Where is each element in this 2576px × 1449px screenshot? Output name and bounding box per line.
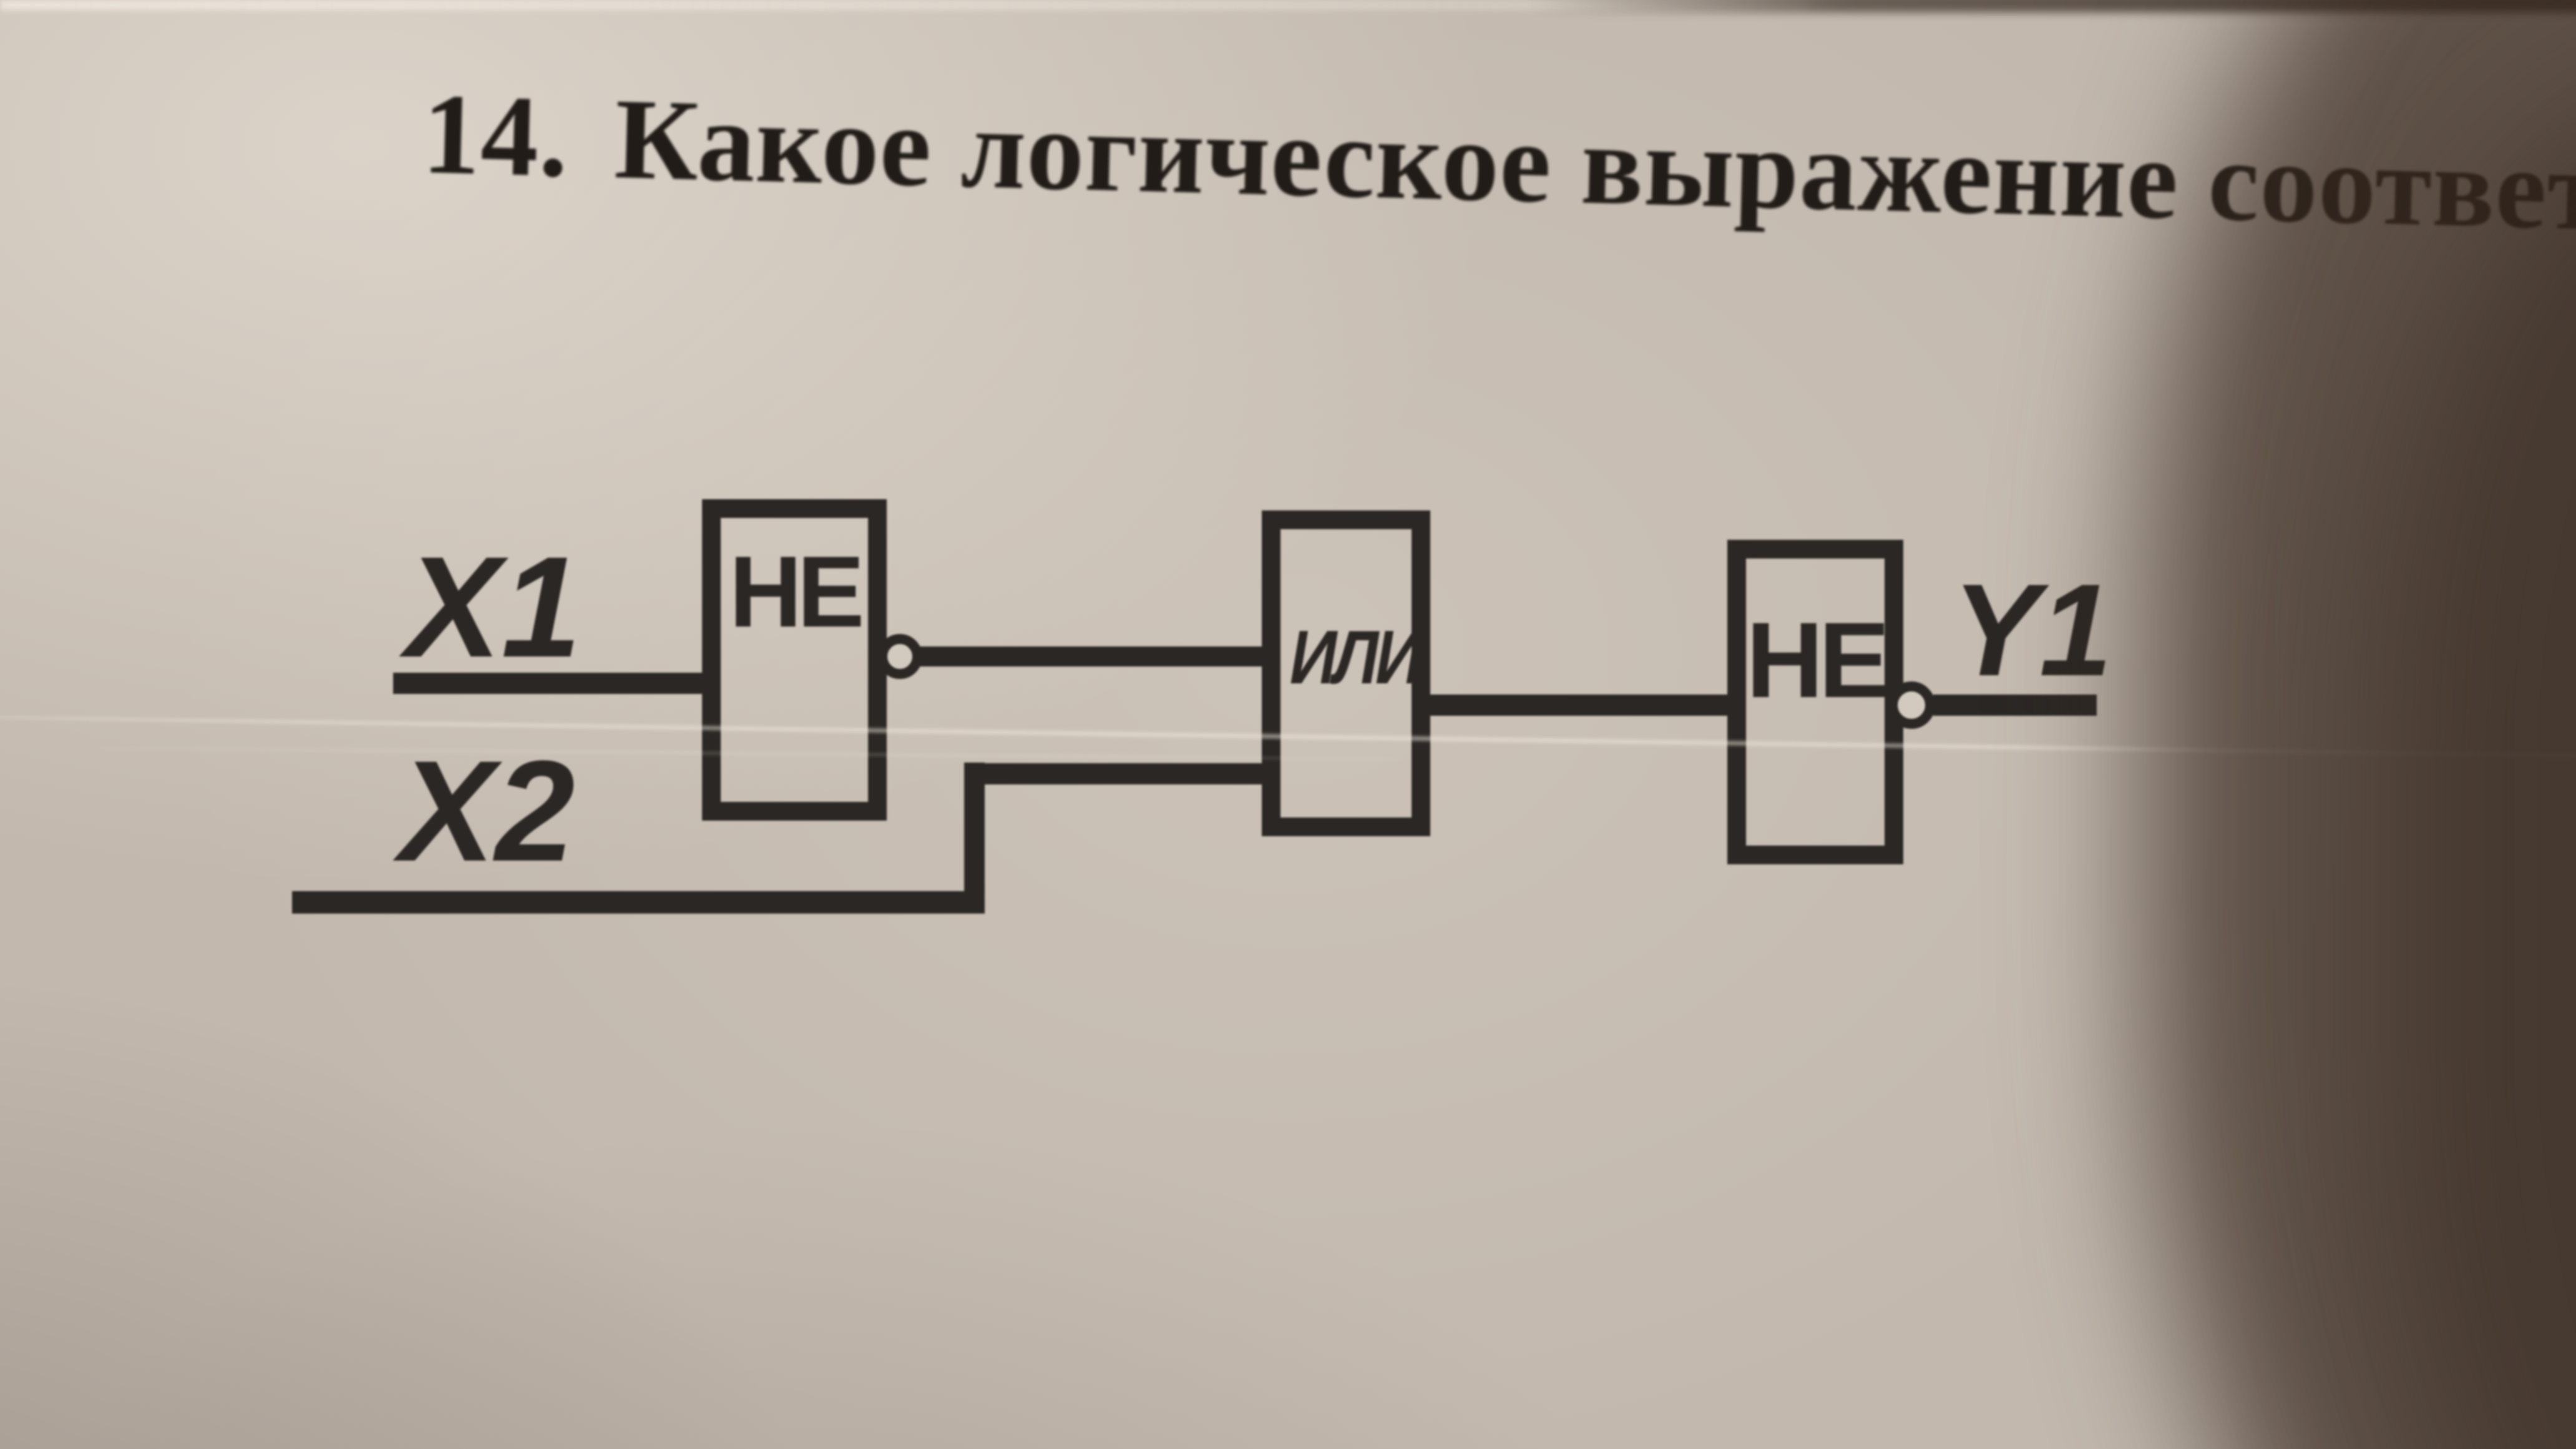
gate-or-label: ИЛИ: [1289, 615, 1423, 700]
wire-x2-lower: [292, 891, 985, 914]
wire-not1-to-or: [915, 646, 1268, 666]
gate-not-2: НЕ: [1727, 540, 1903, 864]
wire-y1: [1933, 695, 2097, 716]
gate-not-2-label: НЕ: [1746, 600, 1890, 720]
inverter-bubble-2: [1888, 681, 1935, 729]
wire-or-to-not2: [1426, 695, 1735, 716]
input-label-x2: X2: [399, 731, 575, 891]
input-label-x1: X1: [406, 527, 582, 687]
wire-x2-upper: [964, 763, 1270, 784]
wire-x1: [393, 673, 708, 694]
output-label-y1: Y1: [1952, 557, 2112, 703]
gate-not-1-label: НЕ: [729, 535, 864, 648]
top-edge-highlight: [0, 0, 1810, 10]
gate-or: ИЛИ: [1262, 510, 1430, 836]
wire-x2-riser: [964, 763, 985, 914]
gate-not-1: НЕ: [702, 499, 887, 821]
